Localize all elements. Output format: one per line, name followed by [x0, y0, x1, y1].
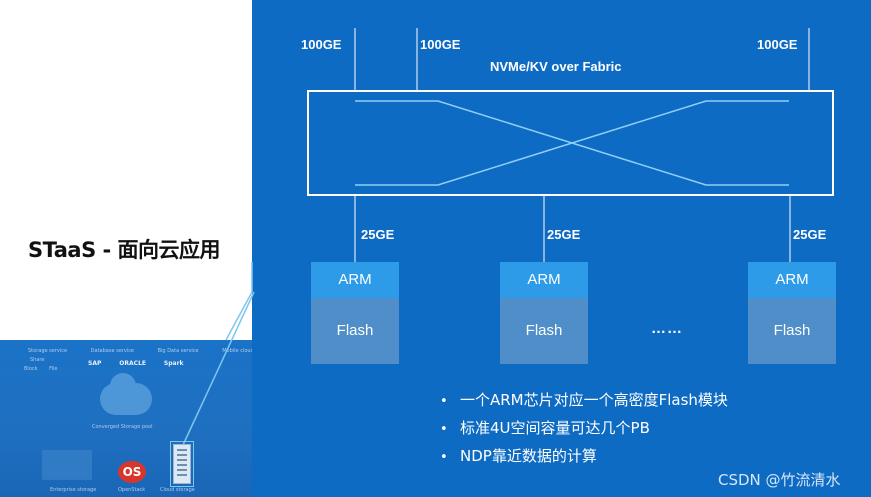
- flash-module-block: Flash: [500, 298, 588, 364]
- thumbnail-file-label: File: [49, 366, 58, 372]
- thumbnail-bottom-label: Enterprise storage: [50, 487, 97, 493]
- arm-chip-block: ARM: [311, 262, 399, 298]
- downlink-label: 25GE: [361, 227, 395, 242]
- thumbnail-storage-type-row: Block File: [24, 366, 68, 372]
- bullet-text: 标准4U空间容量可达几个PB: [460, 419, 650, 437]
- slide-title: STaaS - 面向云应用: [28, 238, 221, 262]
- zoom-callout-line-lower: [182, 291, 255, 446]
- rack-highlight-frame: [170, 441, 194, 487]
- thumbnail-block-label: Block: [24, 366, 38, 372]
- thumbnail-bottom-label: Cloud storage: [160, 487, 195, 493]
- fabric-label: NVMe/KV over Fabric: [490, 59, 622, 74]
- server-rack-icon: [173, 444, 191, 484]
- fabric-switch-box: [307, 90, 834, 196]
- uplink-label: 100GE: [757, 37, 798, 52]
- bullet-text: NDP靠近数据的计算: [460, 447, 597, 465]
- thumbnail-service-row: Storage service Database service Big Dat…: [28, 348, 276, 354]
- arm-chip-block: ARM: [500, 262, 588, 298]
- thumbnail-service-label: Mobile cloud: [222, 348, 254, 354]
- sap-logo: SAP: [88, 360, 102, 367]
- thumbnail-service-label: Storage service: [28, 348, 68, 354]
- feature-bullet-list: • 一个ARM芯片对应一个高密度Flash模块 • 标准4U空间容量可达几个PB •…: [440, 388, 728, 472]
- cloud-icon: [100, 373, 152, 415]
- bullet-icon: •: [440, 394, 448, 409]
- list-item: • NDP靠近数据的计算: [440, 444, 728, 472]
- flash-module-block: Flash: [748, 298, 836, 364]
- downlink-label: 25GE: [547, 227, 581, 242]
- thumbnail-pool-label: Converged Storage pool: [92, 424, 153, 430]
- bullet-icon: •: [440, 422, 448, 437]
- list-item: • 一个ARM芯片对应一个高密度Flash模块: [440, 388, 728, 416]
- zoom-callout-line-upper: [225, 291, 253, 341]
- thumbnail-service-label: Big Data service: [157, 348, 199, 354]
- thumbnail-brand-logos: SAP ORACLE Spark: [88, 360, 200, 367]
- flash-module-block: Flash: [311, 298, 399, 364]
- uplink-label: 100GE: [301, 37, 342, 52]
- openstack-logo-icon: OS: [118, 461, 146, 483]
- thumbnail-share-label: Share: [30, 357, 45, 363]
- watermark: CSDN @竹流清水: [718, 471, 841, 489]
- bullet-icon: •: [440, 450, 448, 465]
- arm-chip-block: ARM: [748, 262, 836, 298]
- uplink-label: 100GE: [420, 37, 461, 52]
- spark-logo: Spark: [163, 360, 184, 367]
- thumbnail-bottom-label: OpenStack: [118, 487, 146, 493]
- crossbar-path-b: [355, 100, 789, 186]
- left-white-area: [0, 0, 252, 340]
- more-nodes-ellipsis: ……: [651, 320, 683, 337]
- bullet-text: 一个ARM芯片对应一个高密度Flash模块: [460, 391, 728, 409]
- oracle-logo: ORACLE: [119, 360, 146, 367]
- thumbnail-service-label: Database service: [90, 348, 135, 354]
- list-item: • 标准4U空间容量可达几个PB: [440, 416, 728, 444]
- enterprise-storage-icon: [42, 450, 92, 480]
- downlink-label: 25GE: [793, 227, 827, 242]
